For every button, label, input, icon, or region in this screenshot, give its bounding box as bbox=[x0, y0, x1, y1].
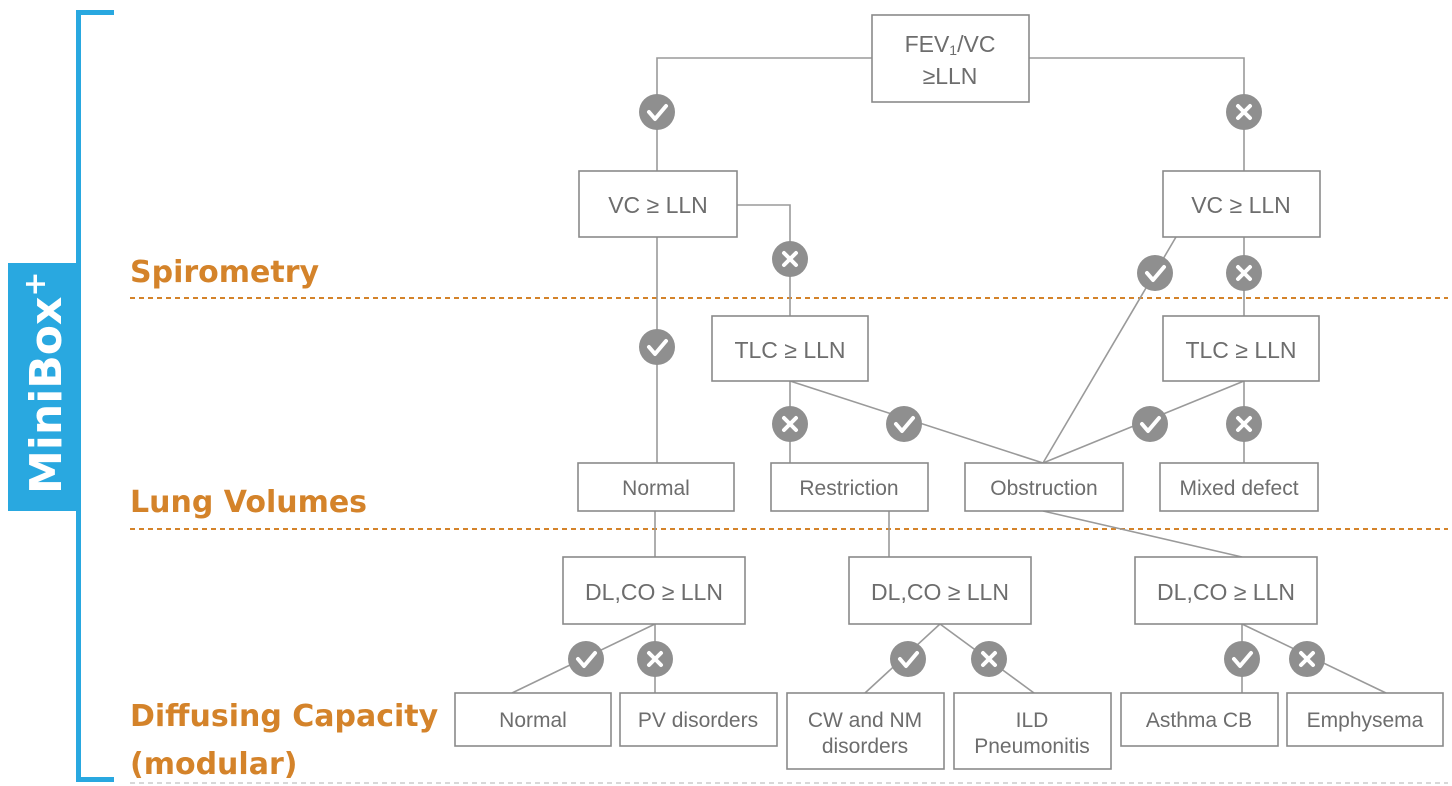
svg-text:CW and NM: CW and NM bbox=[808, 709, 922, 732]
cross-icon bbox=[772, 241, 808, 277]
check-icon bbox=[639, 329, 675, 365]
check-icon bbox=[1137, 255, 1173, 291]
svg-text:disorders: disorders bbox=[822, 735, 908, 758]
svg-text:VC ≥ LLN: VC ≥ LLN bbox=[608, 192, 708, 218]
section-label-diffusing-capacity: Diffusing Capacity bbox=[130, 699, 439, 734]
section-label-lung-volumes: Lung Volumes bbox=[130, 485, 367, 520]
svg-text:DL,CO ≥ LLN: DL,CO ≥ LLN bbox=[871, 579, 1009, 605]
svg-text:TLC ≥ LLN: TLC ≥ LLN bbox=[1185, 337, 1296, 363]
outcome-normal: Normal bbox=[454, 692, 612, 747]
outcome-asthma-cb: Asthma CB bbox=[1120, 692, 1279, 747]
section-label-modular: (modular) bbox=[130, 747, 297, 782]
node-tlc-right: TLC ≥ LLN bbox=[1162, 315, 1320, 382]
svg-text:Normal: Normal bbox=[499, 709, 567, 732]
svg-text:Normal: Normal bbox=[622, 477, 690, 500]
node-tlc-left: TLC ≥ LLN bbox=[711, 315, 869, 382]
svg-text:DL,CO ≥ LLN: DL,CO ≥ LLN bbox=[1157, 579, 1295, 605]
node-restriction: Restriction bbox=[770, 462, 929, 512]
cross-icon bbox=[1226, 255, 1262, 291]
svg-text:ILD: ILD bbox=[1016, 709, 1049, 732]
svg-text:Emphysema: Emphysema bbox=[1307, 709, 1424, 732]
svg-text:VC ≥ LLN: VC ≥ LLN bbox=[1191, 192, 1291, 218]
node-dlco-3: DL,CO ≥ LLN bbox=[1134, 556, 1318, 625]
brand-bracket-top bbox=[76, 10, 114, 15]
cross-icon bbox=[772, 406, 808, 442]
node-mixed-defect: Mixed defect bbox=[1159, 462, 1319, 512]
node-fev1-vc-line2: ≥LLN bbox=[923, 63, 978, 89]
node-normal: Normal bbox=[577, 462, 735, 512]
svg-text:TLC ≥ LLN: TLC ≥ LLN bbox=[734, 337, 845, 363]
node-vc-right: VC ≥ LLN bbox=[1162, 170, 1321, 238]
check-icon bbox=[639, 94, 675, 130]
connector-obstruction-dlco3 bbox=[1042, 510, 1243, 558]
brand-bracket-vertical bbox=[76, 10, 81, 782]
check-icon bbox=[890, 641, 926, 677]
cross-icon bbox=[1226, 406, 1262, 442]
cross-icon bbox=[1289, 641, 1325, 677]
brand-name: MiniBox+ bbox=[18, 271, 72, 494]
outcome-ild-pneumonitis: ILD Pneumonitis bbox=[953, 692, 1112, 770]
node-obstruction: Obstruction bbox=[964, 462, 1124, 512]
check-icon bbox=[886, 406, 922, 442]
cross-icon bbox=[637, 641, 673, 677]
svg-text:Restriction: Restriction bbox=[799, 477, 898, 500]
brand-tab bbox=[8, 263, 76, 511]
svg-text:Mixed defect: Mixed defect bbox=[1179, 477, 1298, 500]
cross-icon bbox=[1226, 94, 1262, 130]
cross-icon bbox=[971, 641, 1007, 677]
check-icon bbox=[1224, 641, 1260, 677]
svg-text:DL,CO ≥ LLN: DL,CO ≥ LLN bbox=[585, 579, 723, 605]
outcome-emphysema: Emphysema bbox=[1286, 692, 1444, 747]
svg-text:Asthma CB: Asthma CB bbox=[1146, 709, 1252, 732]
outcome-cw-nm-disorders: CW and NM disorders bbox=[786, 692, 945, 770]
check-icon bbox=[568, 641, 604, 677]
node-fev1-vc: FEV1/VC ≥LLN bbox=[871, 14, 1030, 103]
node-fev1-vc-line1: FEV1/VC bbox=[905, 31, 996, 58]
connector-root-vc-right bbox=[1029, 57, 1245, 171]
node-dlco-2: DL,CO ≥ LLN bbox=[848, 556, 1032, 625]
section-label-spirometry: Spirometry bbox=[130, 255, 320, 290]
connector-root-vc-left bbox=[656, 57, 872, 171]
brand-bracket-bottom bbox=[76, 777, 114, 782]
minibox-brand: MiniBox+ bbox=[8, 10, 114, 782]
connector-vc-left-tlc-left bbox=[737, 204, 791, 316]
svg-text:Pneumonitis: Pneumonitis bbox=[974, 735, 1090, 758]
svg-text:PV disorders: PV disorders bbox=[638, 709, 758, 732]
node-dlco-1: DL,CO ≥ LLN bbox=[562, 556, 746, 625]
check-icon bbox=[1132, 406, 1168, 442]
node-vc-left: VC ≥ LLN bbox=[578, 170, 738, 238]
svg-text:Obstruction: Obstruction bbox=[990, 477, 1097, 500]
outcome-pv-disorders: PV disorders bbox=[619, 692, 778, 747]
